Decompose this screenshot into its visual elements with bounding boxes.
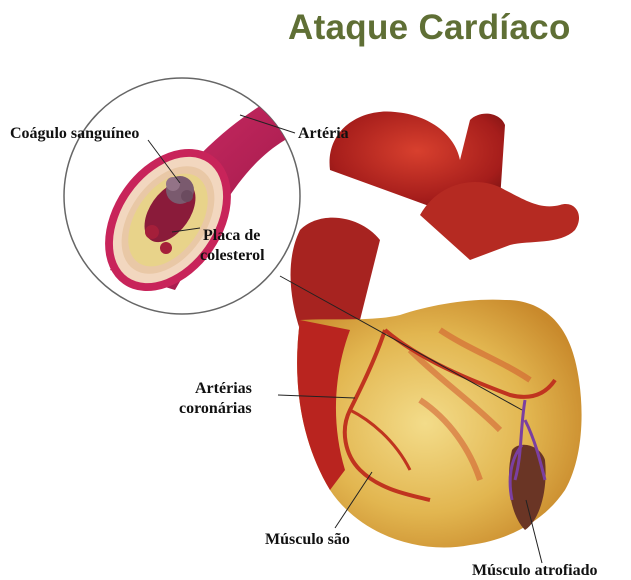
right-atrium: [291, 218, 380, 330]
label-plaque-line2: colesterol: [200, 246, 265, 265]
label-dead-muscle: Músculo atrofiado: [472, 561, 597, 580]
label-healthy-muscle: Músculo são: [265, 530, 350, 549]
label-coronary-line2: coronárias: [179, 399, 252, 418]
heart-illustration: [291, 112, 582, 548]
pulmonary-artery: [420, 182, 579, 260]
label-artery: Artéria: [298, 124, 349, 143]
label-blood-clot: Coágulo sanguíneo: [10, 124, 139, 143]
label-coronary-line1: Artérias: [195, 379, 252, 398]
label-plaque-line1: Placa de: [203, 226, 260, 245]
